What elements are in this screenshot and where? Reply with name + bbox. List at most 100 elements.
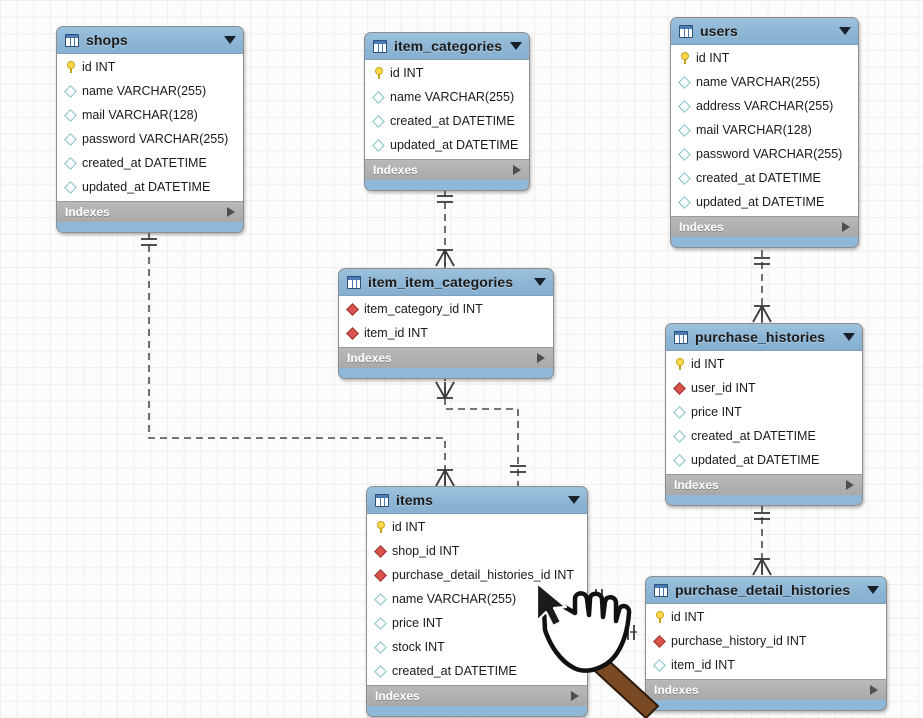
column-row[interactable]: created_at DATETIME [666, 424, 862, 448]
expand-right-icon[interactable] [842, 222, 850, 232]
column-row[interactable]: id INT [365, 61, 529, 85]
column-row[interactable]: updated_at DATETIME [365, 133, 529, 157]
column-row[interactable]: item_id INT [646, 653, 886, 677]
expand-right-icon[interactable] [227, 207, 235, 217]
column-row[interactable]: id INT [671, 46, 858, 70]
indexes-bar-purchase_detail_histories[interactable]: Indexes [646, 679, 886, 700]
column-label: name VARCHAR(255) [696, 75, 821, 89]
column-label: price INT [392, 616, 443, 630]
column-label: id INT [392, 520, 426, 534]
chevron-down-icon[interactable] [839, 27, 851, 35]
chevron-down-icon[interactable] [510, 42, 522, 50]
chevron-down-icon[interactable] [534, 278, 546, 286]
column-row[interactable]: purchase_history_id INT [646, 629, 886, 653]
column-row[interactable]: id INT [646, 605, 886, 629]
column-row[interactable]: price INT [367, 611, 587, 635]
chevron-down-icon[interactable] [843, 333, 855, 341]
primary-key-icon [678, 52, 691, 64]
expand-right-icon[interactable] [537, 353, 545, 363]
column-row[interactable]: mail VARCHAR(128) [57, 103, 243, 127]
table-footer [671, 237, 858, 247]
column-row[interactable]: shop_id INT [367, 539, 587, 563]
expand-right-icon[interactable] [870, 685, 878, 695]
foreign-key-icon [346, 302, 359, 316]
indexes-bar-shops[interactable]: Indexes [57, 201, 243, 222]
column-label: purchase_detail_histories_id INT [392, 568, 575, 582]
table-header-purchase_detail_histories[interactable]: purchase_detail_histories [646, 577, 886, 604]
column-icon [374, 640, 387, 654]
indexes-bar-purchase_histories[interactable]: Indexes [666, 474, 862, 495]
column-row[interactable]: mail VARCHAR(128) [671, 118, 858, 142]
diamond-outline-icon [64, 108, 77, 122]
diamond-outline-icon [678, 123, 691, 137]
column-row[interactable]: name VARCHAR(255) [57, 79, 243, 103]
column-row[interactable]: created_at DATETIME [57, 151, 243, 175]
chevron-down-icon[interactable] [568, 496, 580, 504]
table-header-users[interactable]: users [671, 18, 858, 45]
indexes-label: Indexes [373, 163, 418, 177]
column-row[interactable]: name VARCHAR(255) [367, 587, 587, 611]
column-row[interactable]: name VARCHAR(255) [671, 70, 858, 94]
indexes-bar-item_item_categories[interactable]: Indexes [339, 347, 553, 368]
column-label: item_category_id INT [364, 302, 483, 316]
table-icon [65, 33, 79, 47]
table-header-purchase_histories[interactable]: purchase_histories [666, 324, 862, 351]
column-icon [673, 405, 686, 419]
column-icon [64, 84, 77, 98]
column-row[interactable]: name VARCHAR(255) [365, 85, 529, 109]
column-row[interactable]: purchase_detail_histories_id INT [367, 563, 587, 587]
diamond-filled-icon [374, 568, 387, 582]
column-row[interactable]: password VARCHAR(255) [57, 127, 243, 151]
table-item_item_categories[interactable]: item_item_categories item_category_id INT… [338, 268, 554, 379]
column-label: created_at DATETIME [691, 429, 816, 443]
column-icon [372, 138, 385, 152]
column-row[interactable]: price INT [666, 400, 862, 424]
column-row[interactable]: created_at DATETIME [365, 109, 529, 133]
table-header-shops[interactable]: shops [57, 27, 243, 54]
indexes-bar-item_categories[interactable]: Indexes [365, 159, 529, 180]
column-icon [673, 453, 686, 467]
table-header-item_categories[interactable]: item_categories [365, 33, 529, 60]
column-label: updated_at DATETIME [691, 453, 820, 467]
chevron-down-icon[interactable] [867, 586, 879, 594]
chevron-down-icon[interactable] [224, 36, 236, 44]
column-row[interactable]: updated_at DATETIME [666, 448, 862, 472]
indexes-bar-items[interactable]: Indexes [367, 685, 587, 706]
column-label: stock INT [392, 640, 445, 654]
column-row[interactable]: password VARCHAR(255) [671, 142, 858, 166]
diamond-outline-icon [64, 156, 77, 170]
table-name-label: purchase_detail_histories [675, 582, 851, 598]
table-header-item_item_categories[interactable]: item_item_categories [339, 269, 553, 296]
column-row[interactable]: created_at DATETIME [671, 166, 858, 190]
table-items[interactable]: items id INT shop_id INT purchase_detail_hi… [366, 486, 588, 717]
column-icon [64, 108, 77, 122]
expand-right-icon[interactable] [513, 165, 521, 175]
column-row[interactable]: id INT [57, 55, 243, 79]
expand-right-icon[interactable] [846, 480, 854, 490]
column-row[interactable]: user_id INT [666, 376, 862, 400]
column-label: created_at DATETIME [390, 114, 515, 128]
column-row[interactable]: item_id INT [339, 321, 553, 345]
table-header-items[interactable]: items [367, 487, 587, 514]
column-row[interactable]: stock INT [367, 635, 587, 659]
indexes-bar-users[interactable]: Indexes [671, 216, 858, 237]
column-row[interactable]: address VARCHAR(255) [671, 94, 858, 118]
column-row[interactable]: updated_at DATETIME [671, 190, 858, 214]
diamond-outline-icon [673, 429, 686, 443]
column-row[interactable]: id INT [367, 515, 587, 539]
expand-right-icon[interactable] [571, 691, 579, 701]
column-row[interactable]: id INT [666, 352, 862, 376]
column-row[interactable]: created_at DATETIME [367, 659, 587, 683]
column-row[interactable]: updated_at DATETIME [57, 175, 243, 199]
table-name-label: item_item_categories [368, 274, 514, 290]
column-row[interactable]: item_category_id INT [339, 297, 553, 321]
